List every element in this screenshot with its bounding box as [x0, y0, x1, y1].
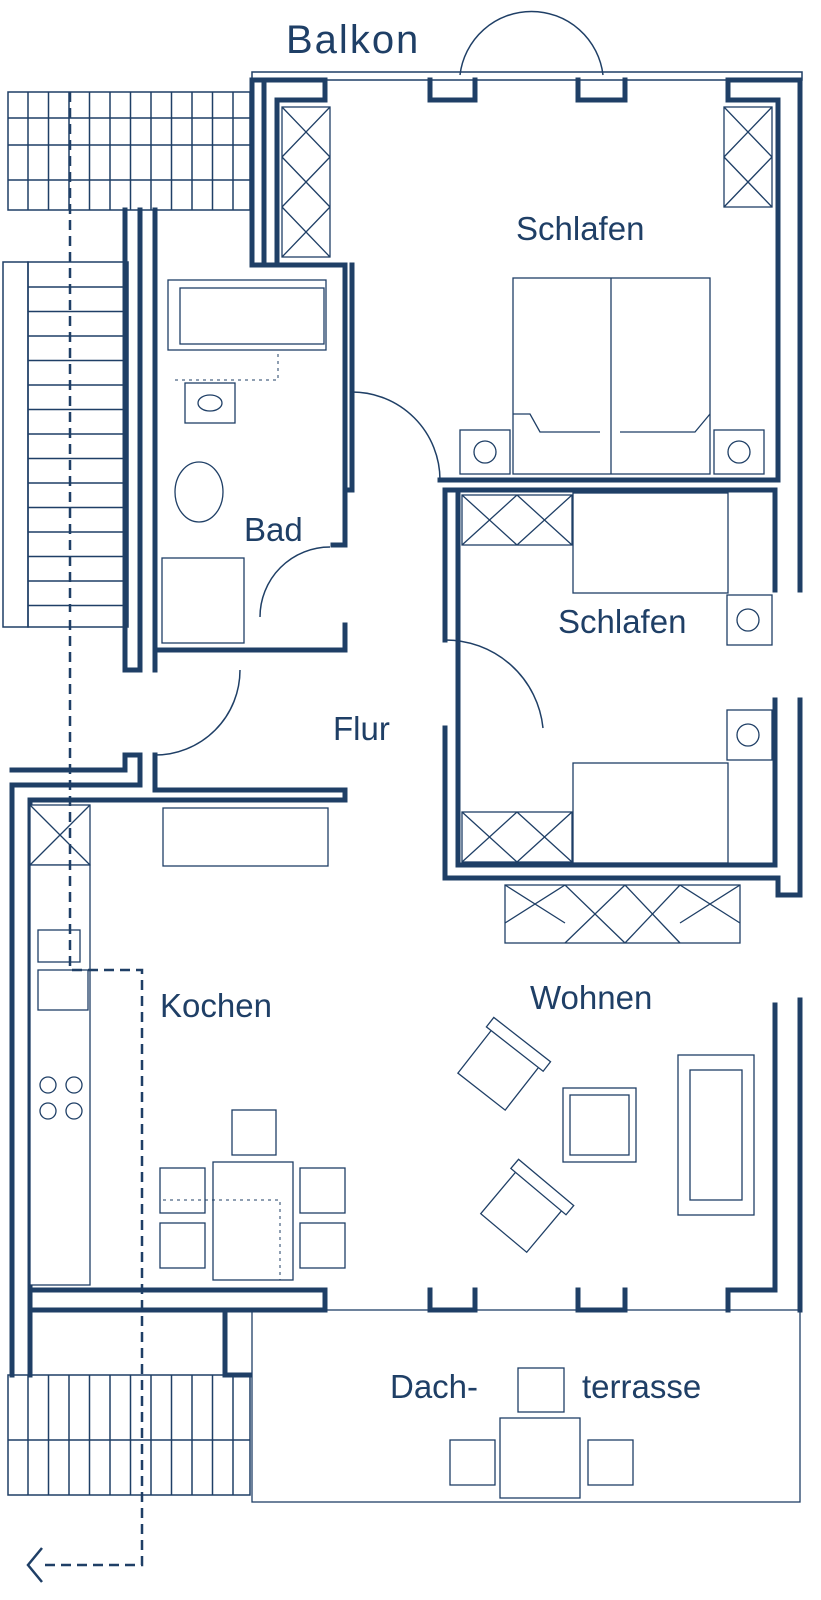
label-wohnen: Wohnen — [530, 979, 652, 1016]
label-flur: Flur — [333, 710, 390, 747]
furniture — [29, 106, 801, 1503]
label-kochen: Kochen — [160, 987, 272, 1024]
label-dach: Dach- — [390, 1368, 478, 1405]
doors — [154, 10, 604, 756]
label-terrasse: terrasse — [582, 1368, 701, 1405]
stairs-left — [2, 261, 129, 628]
walls — [9, 71, 803, 1378]
stairs-bottom — [7, 1374, 251, 1496]
label-schlafen-main: Schlafen — [516, 210, 644, 247]
label-schlafen-second: Schlafen — [558, 603, 686, 640]
label-balkon: Balkon — [286, 18, 420, 62]
escape-route — [26, 92, 281, 1583]
label-bad: Bad — [244, 511, 303, 548]
stairs-top — [7, 91, 251, 211]
